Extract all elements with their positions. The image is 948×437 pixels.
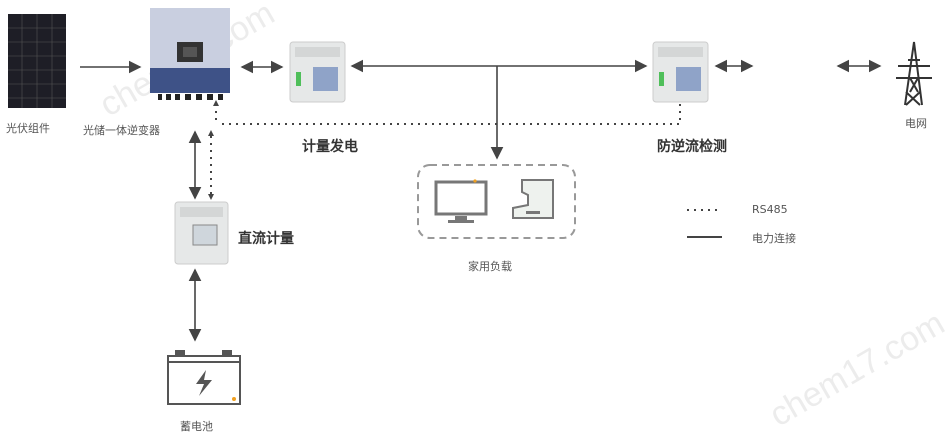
battery-label: 蓄电池 <box>180 420 213 433</box>
grid-label: 电网 <box>905 117 927 130</box>
inverter-icon <box>150 8 230 100</box>
dc-meter-icon <box>174 201 229 265</box>
solar-panel-icon <box>8 14 66 108</box>
tv-icon <box>434 179 488 223</box>
legend-rs485: RS485 <box>752 203 788 216</box>
battery-icon <box>167 350 241 405</box>
gen-meter-label: 计量发电 <box>302 139 358 155</box>
legend-power: 电力连接 <box>752 232 796 245</box>
household-load-group <box>417 164 576 239</box>
household-load-label: 家用负载 <box>468 260 512 273</box>
generation-meter-icon <box>289 41 346 103</box>
pv-label: 光伏组件 <box>6 122 50 135</box>
coffee-machine-icon <box>512 179 554 219</box>
power-tower-icon <box>896 41 932 106</box>
inverter-label: 光储一体逆变器 <box>83 124 160 137</box>
anti-backflow-label: 防逆流检测 <box>657 139 727 155</box>
anti-backflow-meter-icon <box>652 41 709 103</box>
dc-meter-label: 直流计量 <box>238 231 294 247</box>
